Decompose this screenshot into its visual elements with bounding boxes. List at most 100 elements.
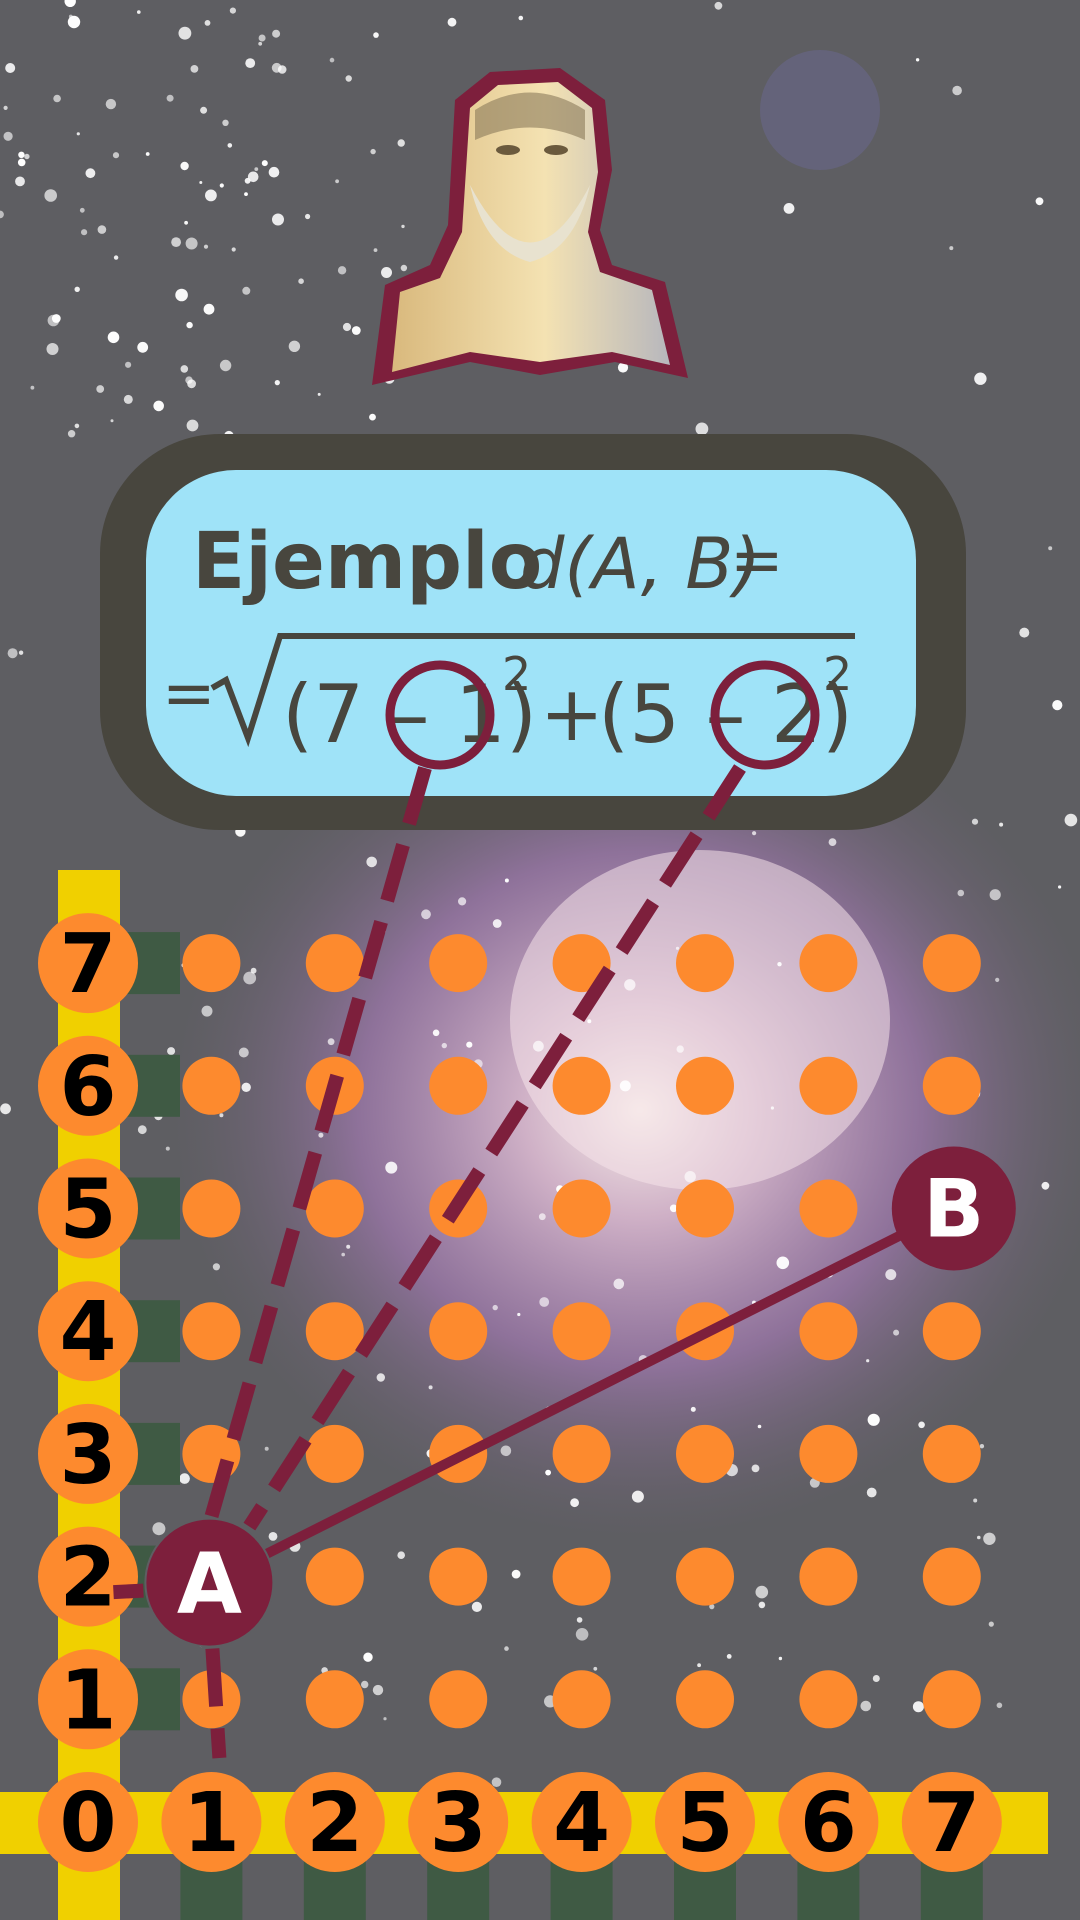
x-tick-label: 7: [923, 1776, 980, 1871]
star: [204, 20, 211, 26]
star: [726, 1654, 732, 1659]
star: [466, 1041, 473, 1048]
y-label-badge: [38, 1281, 138, 1382]
star: [977, 1535, 981, 1540]
star: [272, 29, 281, 38]
x-label-badge: [284, 1772, 385, 1872]
grid-dot: [182, 1056, 241, 1115]
star: [268, 166, 280, 178]
grid-dot: [552, 1056, 611, 1115]
star: [570, 1498, 579, 1508]
star: [1035, 197, 1044, 206]
star: [180, 365, 189, 373]
grid-dot: [799, 1179, 858, 1238]
star: [757, 1424, 762, 1429]
x-label-badge: [161, 1772, 262, 1872]
star: [345, 75, 352, 82]
star: [539, 1297, 550, 1307]
star: [243, 971, 257, 985]
star: [613, 1278, 625, 1290]
star: [1019, 627, 1030, 638]
star: [697, 1663, 701, 1668]
point-b: B: [891, 1146, 1016, 1271]
star: [867, 1413, 880, 1426]
formula-panel: Ejemplo d(A, B) = = (7 – 1) 2 + (5 – 2) …: [100, 434, 966, 830]
star: [227, 143, 233, 148]
star: [778, 1656, 783, 1661]
y-tick-label: 7: [59, 917, 116, 1012]
grid-dot: [676, 934, 734, 993]
star: [30, 385, 35, 390]
star: [152, 1522, 166, 1536]
star: [186, 321, 193, 329]
star: [397, 1551, 406, 1559]
star: [860, 1700, 872, 1712]
star: [432, 1029, 440, 1037]
callout-line-x1: [204, 766, 432, 1519]
star: [576, 1617, 583, 1623]
star: [373, 32, 379, 38]
star: [517, 1312, 521, 1317]
star: [458, 897, 467, 906]
star: [999, 822, 1004, 827]
point-a-marker: [144, 1517, 275, 1648]
star: [714, 1, 723, 10]
y-label-badge: [38, 1035, 138, 1136]
x-tick-label: 2: [306, 1776, 363, 1871]
star: [974, 372, 987, 385]
grid-dot: [799, 934, 858, 993]
star: [64, 0, 76, 7]
grid-dot: [799, 1424, 858, 1483]
star: [219, 183, 224, 188]
star: [201, 1005, 213, 1017]
x-label-badge: [778, 1772, 879, 1872]
star: [575, 1628, 589, 1641]
star: [511, 1569, 521, 1579]
callout-line-y1: [243, 764, 746, 1531]
radicand-plus: +: [540, 669, 604, 758]
star: [268, 1532, 278, 1541]
star: [828, 838, 837, 846]
star: [1052, 700, 1063, 711]
star: [110, 419, 114, 423]
star: [918, 1421, 925, 1429]
star: [1048, 546, 1053, 551]
y-tick-label: 2: [59, 1531, 116, 1626]
star: [866, 1359, 870, 1363]
grid-dot: [922, 1547, 981, 1606]
star: [185, 237, 198, 250]
star: [327, 1038, 335, 1046]
star: [24, 153, 30, 160]
star: [351, 326, 361, 335]
star: [783, 203, 795, 214]
star: [491, 1777, 502, 1787]
point-a: A: [144, 1517, 275, 1648]
star: [105, 98, 117, 110]
star: [893, 1329, 900, 1336]
point-b-label: B: [923, 1163, 984, 1256]
star: [274, 380, 280, 386]
star: [125, 361, 132, 368]
grid-dot: [922, 1670, 981, 1729]
grid-dot: [429, 1302, 488, 1361]
y-axis-bar: [58, 870, 120, 1920]
star: [184, 220, 189, 225]
y-label-badge: [38, 1649, 138, 1750]
projection-to-y-axis: [103, 1583, 144, 1600]
star: [0, 1103, 11, 1115]
star: [383, 1717, 387, 1721]
x-tick-label: 1: [183, 1776, 240, 1871]
star: [684, 1171, 696, 1183]
grid-dot: [182, 1302, 241, 1361]
distance-lhs: d(A, B): [520, 523, 761, 605]
star: [247, 171, 259, 183]
star: [258, 41, 263, 46]
star: [949, 246, 954, 251]
star: [137, 341, 149, 353]
highlight-circle-2: [710, 660, 820, 770]
star: [346, 1244, 351, 1249]
star: [471, 1601, 482, 1612]
